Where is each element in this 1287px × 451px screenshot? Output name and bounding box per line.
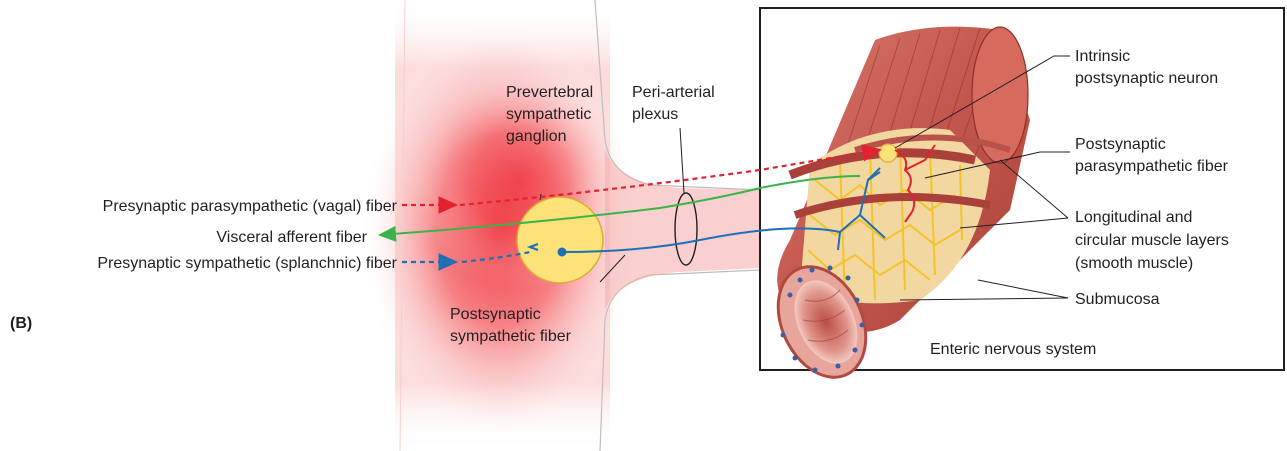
- label-enteric-nervous-system: Enteric nervous system: [930, 341, 1096, 358]
- label-plexus: Peri-arterial plexus: [632, 84, 719, 123]
- intrinsic-neuron: [879, 144, 897, 162]
- label-visceral-afferent: Visceral afferent fiber: [216, 229, 367, 246]
- prevertebral-ganglion: [517, 197, 603, 283]
- label-presynaptic-sympathetic: Presynaptic sympathetic (splanchnic) fib…: [97, 255, 397, 272]
- label-presynaptic-parasympathetic: Presynaptic parasympathetic (vagal) fibe…: [103, 198, 398, 215]
- panel-label: (B): [10, 315, 32, 332]
- label-submucosa: Submucosa: [1075, 291, 1160, 308]
